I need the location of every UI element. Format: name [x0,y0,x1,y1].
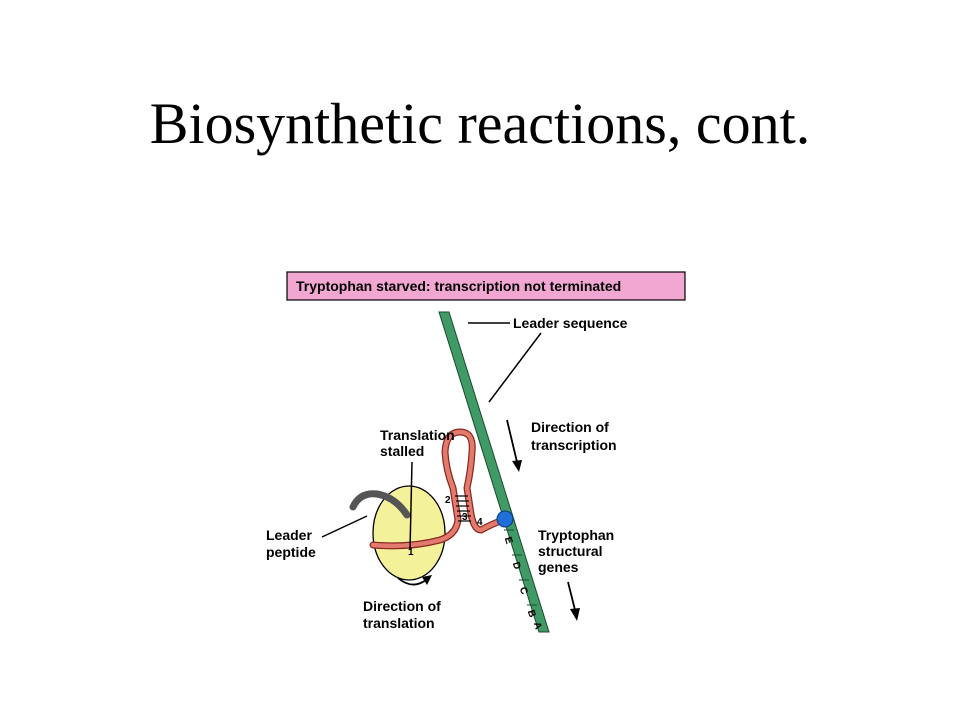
leader-peptide-label-2: peptide [266,544,316,560]
translation-arrow-curve [397,577,427,586]
leader-sequence-pointer [488,332,542,403]
gene-b: B [525,609,538,619]
translation-stalled-label-2: stalled [380,443,424,459]
tryptophan-genes-label-2: structural [538,543,603,559]
rna-polymerase [496,510,514,528]
ribosome [372,485,446,581]
translation-stalled-label-1: Translation [380,427,455,443]
direction-translation-label-2: translation [363,615,435,631]
gene-a: A [531,621,544,631]
gene-c: C [517,586,530,596]
banner-text: Tryptophan starved: transcription not te… [296,278,621,294]
stem-region-1: 1 [408,547,414,558]
slide-title: Biosynthetic reactions, cont. [149,91,811,156]
gene-e: E [502,536,515,546]
transcription-arrowhead [512,460,522,472]
mrna-transcript-fill [370,429,506,549]
leader-peptide-chain [349,490,411,519]
leader-sequence-strand [438,311,550,633]
translation-arrowhead [422,575,432,585]
genes-arrow-shaft [567,581,576,611]
direction-transcription-label-1: Direction of [531,419,609,435]
transcription-arrow-shaft [506,419,518,463]
leader-sequence-label: Leader sequence [513,315,628,331]
stem-region-2: 2 [445,495,451,506]
hairpin-base-pairs [455,495,471,522]
leader-peptide-pointer [321,515,368,538]
direction-transcription-label-2: transcription [531,437,617,453]
gene-segment-dividers [504,529,537,606]
direction-translation-label-1: Direction of [363,598,441,614]
gene-d: D [510,561,523,571]
genes-arrowhead [570,608,580,621]
stem-region-4: 4 [477,517,483,528]
banner-box [286,271,686,301]
translation-stalled-pointer [409,461,413,551]
tryptophan-genes-label-1: Tryptophan [538,527,614,543]
stem-region-3: 3 [462,512,468,523]
leader-peptide-label-1: Leader [266,527,312,543]
tryptophan-genes-label-3: genes [538,559,579,575]
